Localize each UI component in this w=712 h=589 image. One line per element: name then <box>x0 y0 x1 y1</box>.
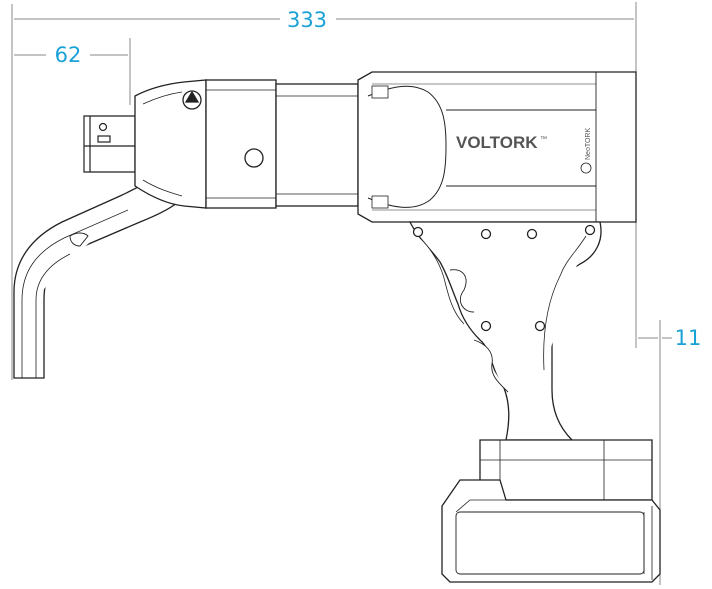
dimension-head <box>14 38 131 105</box>
dimension-overall-label: 333 <box>287 8 327 32</box>
dimension-battery-label: 11 <box>675 326 702 350</box>
gearbox-body <box>275 83 359 207</box>
square-drive <box>83 115 136 173</box>
dimension-overall <box>11 2 637 380</box>
battery-pack <box>441 439 661 583</box>
motor-housing <box>357 71 637 223</box>
brand-logo: VOLTORK <box>456 133 538 152</box>
brand-mark: ™ <box>540 136 547 143</box>
dimension-head-label: 62 <box>55 43 82 67</box>
pistol-handle <box>408 221 602 441</box>
maker-logo: NeoTORK <box>585 128 592 160</box>
gear-head <box>134 79 277 209</box>
